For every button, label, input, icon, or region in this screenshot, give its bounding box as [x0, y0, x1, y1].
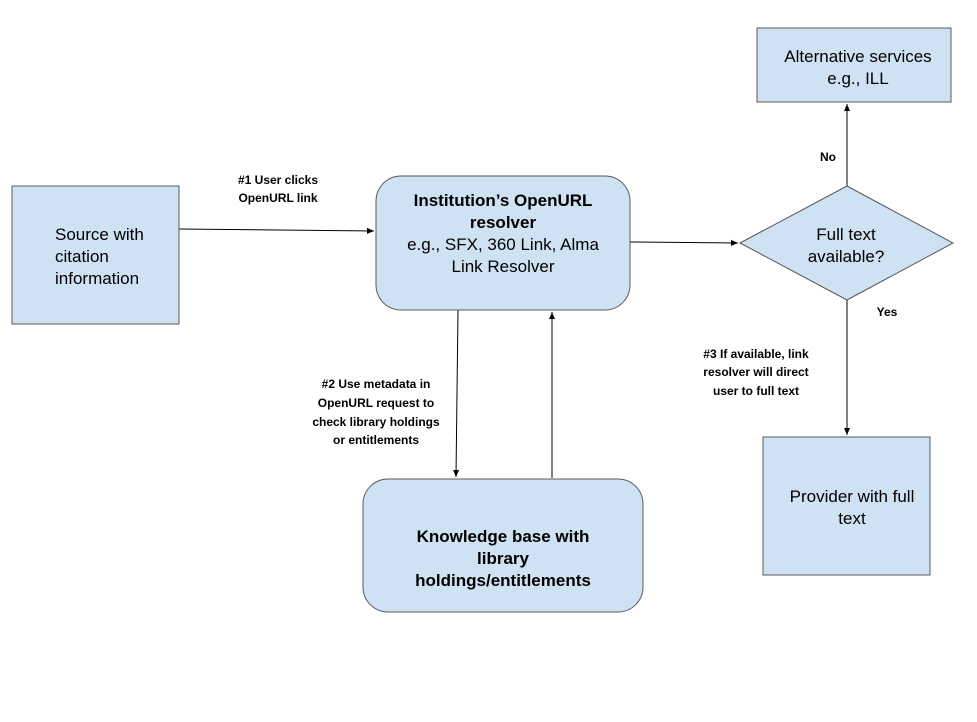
step2-text: OpenURL request to [318, 396, 434, 410]
step2-text: check library holdings [312, 415, 440, 429]
kb-text: library [477, 549, 530, 568]
source-text: citation [55, 247, 109, 266]
arrow-resolver-to-kb [453, 309, 460, 478]
step1-text: OpenURL link [238, 191, 317, 205]
step3-text: resolver will direct [703, 365, 808, 379]
resolver-detail: e.g., SFX, 360 Link, Alma [407, 235, 599, 254]
arrow-resolver-to-decision [629, 239, 739, 246]
decision-text: Full text [816, 225, 876, 244]
no-label: No [820, 150, 836, 164]
provider-text: Provider with full [790, 487, 915, 506]
source-node: Source with citation information [11, 185, 180, 325]
resolver-title: resolver [470, 213, 537, 232]
kb-text: holdings/entitlements [415, 571, 591, 590]
yes-label: Yes [877, 305, 898, 319]
step2-text: #2 Use metadata in [322, 377, 431, 391]
step2-text: or entitlements [333, 433, 419, 447]
resolver-detail: Link Resolver [452, 257, 555, 276]
decision-text: available? [808, 247, 885, 266]
step3-text: #3 If available, link [703, 347, 809, 361]
source-text: Source with [55, 225, 144, 244]
provider-text: text [838, 509, 866, 528]
kb-text: Knowledge base with [417, 527, 590, 546]
alternative-services-node: Alternative services e.g., ILL [756, 27, 952, 103]
source-text: information [55, 269, 139, 288]
step3-label: #3 If available, link resolver will dire… [703, 347, 809, 398]
alternative-text: Alternative services [784, 47, 931, 66]
provider-node: Provider with full text [762, 436, 931, 576]
step1-text: #1 User clicks [238, 173, 318, 187]
decision-node: Full text available? [738, 185, 955, 301]
arrow-source-to-resolver [178, 227, 375, 234]
step3-text: user to full text [713, 384, 799, 398]
resolver-title: Institution’s OpenURL [414, 191, 593, 210]
step2-label: #2 Use metadata in OpenURL request to ch… [312, 377, 440, 447]
alternative-text: e.g., ILL [827, 69, 888, 88]
step1-label: #1 User clicks OpenURL link [238, 173, 318, 205]
resolver-node: Institution’s OpenURL resolver e.g., SFX… [375, 175, 631, 311]
knowledge-base-node: Knowledge base with library holdings/ent… [362, 478, 644, 613]
